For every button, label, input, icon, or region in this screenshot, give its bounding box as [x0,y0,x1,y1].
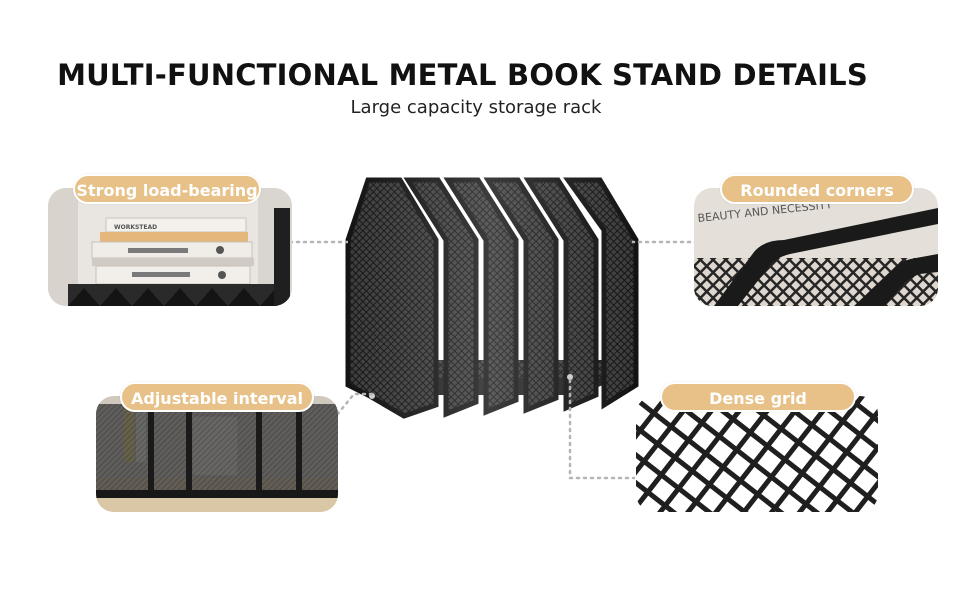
detail-dense-grid: Dense grid [636,382,878,512]
connector-rounded-corners [632,240,696,244]
book-spine-label: WORKSTEAD [114,224,157,231]
product-image-mesh-rack [338,170,642,420]
page-title: MULTI-FUNCTIONAL METAL BOOK STAND DETAIL… [57,58,868,92]
photo-dense-grid-closeup [636,396,878,512]
connector-adjustable-interval [334,392,374,418]
detail-adjustable-interval: Adjustable interval [96,382,338,512]
connector-strong-load [290,240,348,244]
photo-books-on-rack: WORKSTEAD [48,188,292,306]
connector-dense-grid [568,378,636,480]
label-rounded-corners: Rounded corners [720,174,914,204]
photo-adjustable-dividers [96,396,338,512]
page-subtitle: Large capacity storage rack [350,97,602,118]
mesh-rack-icon [338,170,642,420]
label-adjustable-interval: Adjustable interval [120,382,314,412]
detail-strong-load-bearing: WORKSTEAD Strong load-bearing [48,174,292,306]
detail-rounded-corners: BEAUTY AND NECESSITY Rounded corners [694,174,938,306]
label-strong-load-bearing: Strong load-bearing [73,174,261,204]
label-dense-grid: Dense grid [660,382,856,412]
photo-rounded-corner-closeup: BEAUTY AND NECESSITY [694,188,938,306]
